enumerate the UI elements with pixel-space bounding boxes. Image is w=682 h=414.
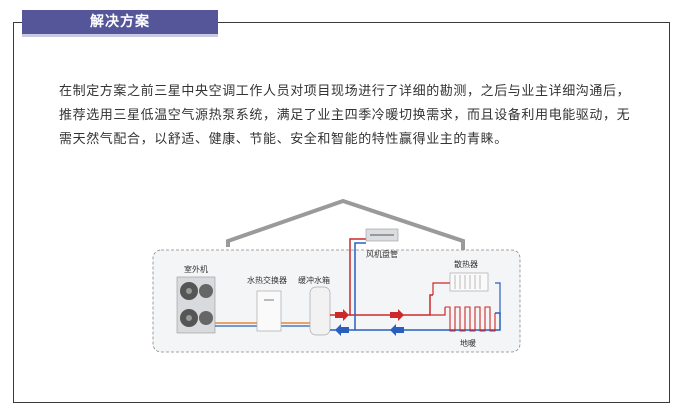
description-paragraph: 在制定方案之前三星中央空调工作人员对项目现场进行了详细的勘测，之后与业主详细沟通… xyxy=(59,84,631,147)
fan-coil-icon xyxy=(365,228,399,242)
arrow-right-icon xyxy=(335,309,349,321)
section-title: 解决方案 xyxy=(90,14,150,30)
outdoor-unit-icon xyxy=(176,276,216,334)
floor-heating-label: 地暖 xyxy=(460,338,476,348)
section-tab: 解决方案 xyxy=(22,10,218,37)
outdoor-unit-label: 室外机 xyxy=(184,264,208,274)
buffer-tank-icon xyxy=(309,286,331,336)
heat-pump-diagram: 室外机 水热交换器 缓冲水箱 风机盘管 散热器 xyxy=(152,198,521,353)
arrow-right-icon xyxy=(390,309,404,321)
house-roof-outline xyxy=(226,198,465,251)
floor-heating-icon xyxy=(445,306,496,332)
radiator-label: 散热器 xyxy=(454,259,478,269)
fan-coil-label: 风机盘管 xyxy=(366,249,398,259)
buffer-tank-label: 缓冲水箱 xyxy=(298,275,330,285)
heat-exchanger-icon xyxy=(256,290,282,332)
radiator-icon xyxy=(449,272,489,292)
arrow-left-icon xyxy=(390,324,404,336)
heat-exchanger-label: 水热交换器 xyxy=(247,275,287,285)
arrow-left-icon xyxy=(335,324,349,336)
